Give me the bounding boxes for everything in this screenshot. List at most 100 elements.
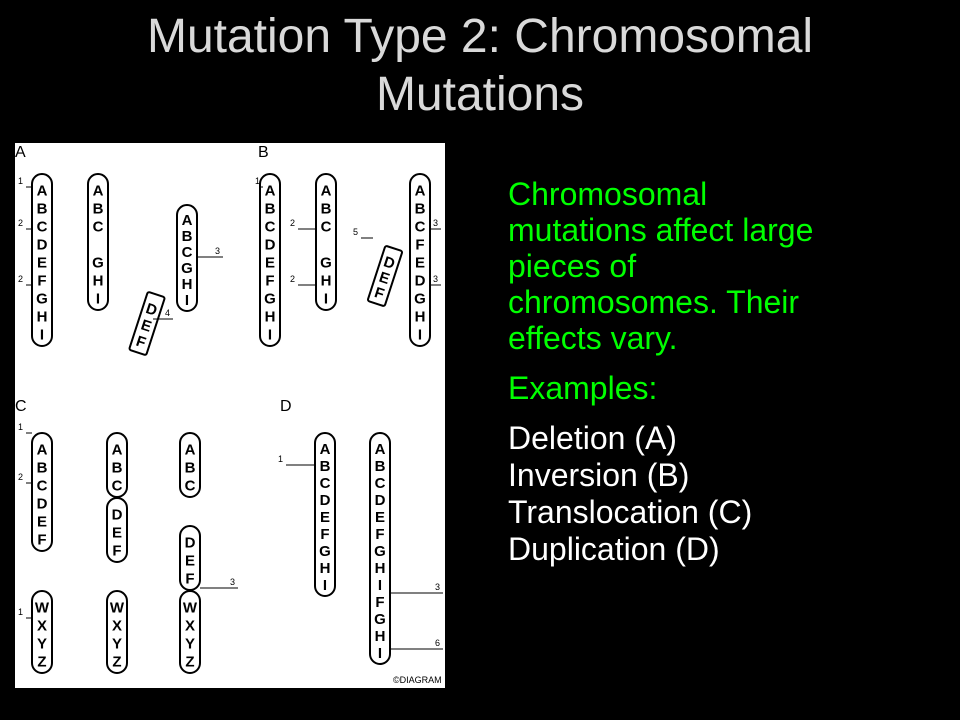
- examples-list: Deletion (A) Inversion (B) Translocation…: [508, 420, 928, 568]
- chromosome-outline: [179, 590, 201, 674]
- gene-label: A: [321, 183, 332, 200]
- gene-label: I: [324, 291, 328, 308]
- description-line: pieces of: [508, 248, 637, 284]
- text-column: Chromosomal mutations affect large piece…: [508, 176, 928, 568]
- gene-label: E: [415, 255, 425, 272]
- gene-label: H: [265, 309, 276, 326]
- gene-label: D: [185, 535, 196, 552]
- description-line: Chromosomal: [508, 176, 708, 212]
- break-label: 1: [18, 607, 23, 617]
- fragment-a: DEF: [128, 291, 166, 356]
- slide-title: Mutation Type 2: Chromosomal Mutations: [0, 8, 960, 124]
- example-inversion: Inversion (B): [508, 457, 690, 493]
- break-label: 3: [435, 582, 440, 592]
- gene-label: H: [321, 273, 332, 290]
- gene-label: H: [375, 560, 386, 577]
- gene-label: I: [378, 577, 382, 594]
- gene-label: H: [93, 273, 104, 290]
- gene-label: A: [93, 183, 104, 200]
- gene-label: D: [415, 273, 426, 290]
- break-label: 1: [18, 176, 23, 186]
- title-line-2: Mutations: [375, 68, 585, 121]
- description-line: mutations affect large: [508, 212, 814, 248]
- gene-label: B: [375, 458, 386, 475]
- chrom-c4: DEF: [106, 497, 128, 563]
- description-line: chromosomes. Their: [508, 284, 800, 320]
- gene-label: I: [418, 327, 422, 344]
- example-translocation: Translocation (C): [508, 494, 753, 530]
- gene-label: E: [37, 514, 47, 531]
- gene-label: Y: [37, 636, 47, 653]
- break-label: 2: [18, 472, 23, 482]
- gene-label: A: [37, 183, 48, 200]
- gene-label: W: [110, 600, 125, 617]
- fragment-b: DEF: [366, 245, 404, 307]
- gene-label: F: [37, 532, 46, 549]
- gene-label: D: [375, 492, 386, 509]
- gene-label: C: [37, 219, 48, 236]
- gene-label: G: [319, 543, 331, 560]
- panel-label-a: A: [15, 144, 26, 161]
- gene-label: B: [320, 458, 331, 475]
- gene-label: Z: [185, 654, 194, 671]
- gene-label: G: [36, 291, 48, 308]
- gene-label: G: [374, 543, 386, 560]
- gene-label: F: [375, 594, 384, 611]
- gene-label: I: [323, 577, 327, 594]
- gene-label: G: [92, 255, 104, 272]
- gene-label: X: [185, 618, 195, 635]
- gene-label: D: [37, 237, 48, 254]
- chromosome-outline: [315, 173, 337, 311]
- gene-label: F: [185, 571, 194, 588]
- gene-label: G: [181, 260, 193, 277]
- gene-label: D: [37, 496, 48, 513]
- gene-label: C: [37, 478, 48, 495]
- break-label: 3: [215, 246, 220, 256]
- copyright-mark: ©DIAGRAM: [393, 675, 442, 685]
- gene-label: E: [185, 553, 195, 570]
- chromosome-outline: [409, 173, 431, 347]
- chromosome-outline: [128, 291, 166, 356]
- gene-label: A: [182, 212, 193, 229]
- chromosome-outline: [31, 590, 53, 674]
- chromosome-outline: [179, 432, 201, 498]
- chromosome-outline: [106, 497, 128, 563]
- gene-label: F: [415, 237, 424, 254]
- gene-label: A: [185, 442, 196, 459]
- gene-label: D: [112, 507, 123, 524]
- chrom-c3: ABC: [106, 432, 128, 498]
- gene-label: E: [112, 525, 122, 542]
- break-label: 2: [290, 274, 295, 284]
- gene-label: B: [37, 460, 48, 477]
- chromosome-outline: [31, 432, 53, 552]
- gene-label: E: [375, 509, 385, 526]
- gene-label: H: [375, 628, 386, 645]
- panel-label-b: B: [258, 144, 269, 161]
- break-label: 6: [435, 638, 440, 648]
- gene-label: I: [40, 327, 44, 344]
- gene-label: E: [265, 255, 275, 272]
- break-label: 4: [165, 308, 170, 318]
- chromosome-outline: [106, 590, 128, 674]
- break-label: 3: [433, 218, 438, 228]
- gene-label: G: [264, 291, 276, 308]
- gene-label: A: [375, 441, 386, 458]
- gene-label: E: [37, 255, 47, 272]
- chromosome-outline: [369, 432, 391, 665]
- gene-label: B: [321, 201, 332, 218]
- gene-label: W: [35, 600, 50, 617]
- chromosome-outline: [314, 432, 336, 597]
- gene-label: C: [93, 219, 104, 236]
- break-label: 2: [18, 274, 23, 284]
- gene-label: C: [182, 244, 193, 261]
- gene-label: G: [414, 291, 426, 308]
- break-label: 1: [278, 454, 283, 464]
